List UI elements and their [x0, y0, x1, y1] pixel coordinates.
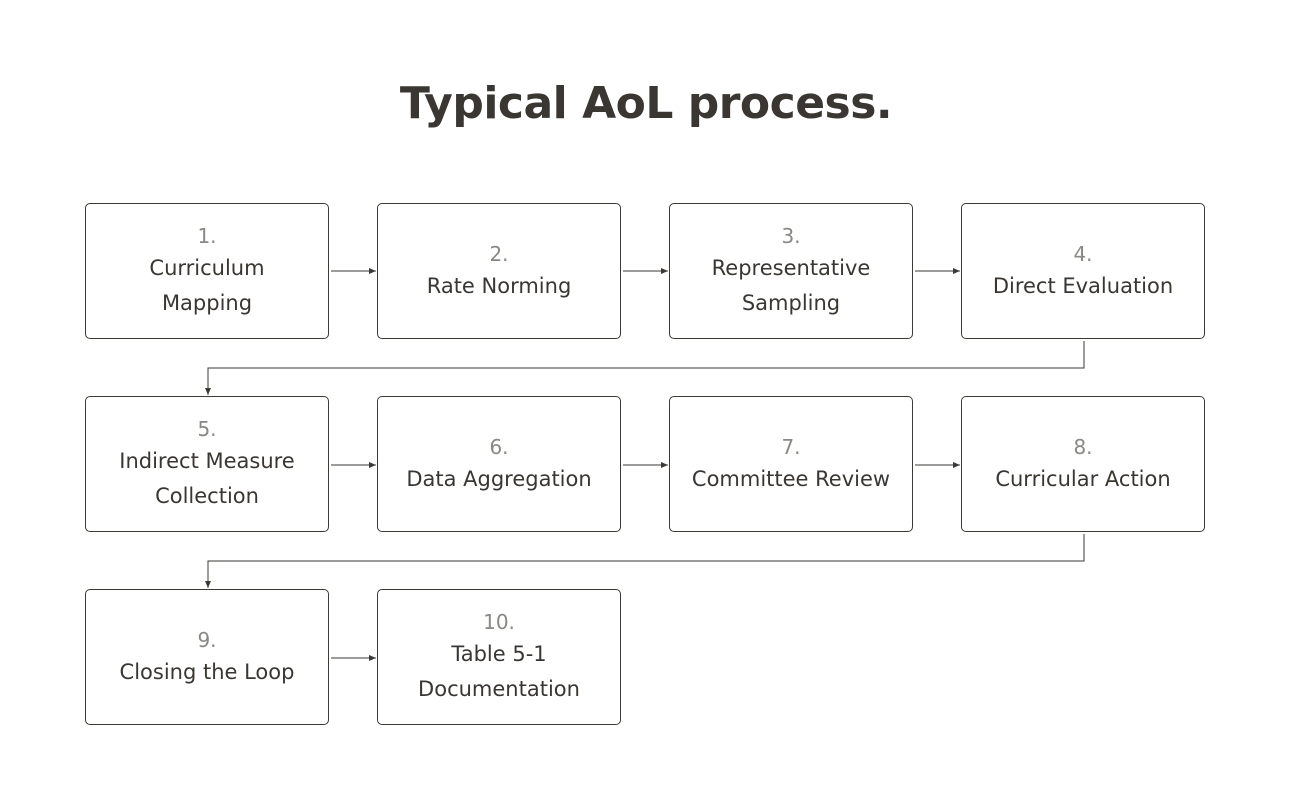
step-label: Curricular Action [995, 466, 1171, 491]
step-number: 5. [197, 417, 217, 441]
step-label: Table 5-1 Documentation [418, 642, 580, 701]
step-number: 10. [483, 610, 515, 634]
arrow-8-to-9 [205, 534, 1085, 588]
step-box-3: 3. Representative Sampling [669, 203, 913, 339]
step-label: Rate Norming [426, 273, 572, 298]
step-box-9: 9. Closing the Loop [85, 589, 329, 725]
step-label: Closing the Loop [119, 659, 295, 684]
step-label: Curriculum Mapping [149, 256, 265, 315]
step-label: Committee Review [691, 466, 891, 491]
step-number: 7. [781, 434, 801, 459]
step-box-8: 8. Curricular Action [961, 396, 1205, 532]
step-box-7: 7. Committee Review [669, 396, 913, 532]
step-label: Data Aggregation [406, 466, 592, 491]
step-number: 3. [781, 224, 801, 248]
step-number: 2. [489, 241, 509, 266]
step-label: Direct Evaluation [992, 273, 1174, 298]
diagram-title: Typical AoL process. [399, 78, 893, 129]
step-number: 1. [197, 224, 217, 248]
step-box-5: 5. Indirect Measure Collection [85, 396, 329, 532]
arrow-4-to-5 [205, 341, 1085, 395]
step-box-10: 10. Table 5-1 Documentation [377, 589, 621, 725]
step-number: 4. [1073, 241, 1093, 266]
step-box-4: 4. Direct Evaluation [961, 203, 1205, 339]
step-number: 6. [489, 434, 509, 459]
step-box-1: 1. Curriculum Mapping [85, 203, 329, 339]
step-number: 8. [1073, 434, 1093, 459]
step-label: Indirect Measure Collection [119, 449, 295, 508]
step-box-6: 6. Data Aggregation [377, 396, 621, 532]
step-number: 9. [197, 627, 217, 652]
step-label: Representative Sampling [711, 256, 871, 315]
step-box-2: 2. Rate Norming [377, 203, 621, 339]
